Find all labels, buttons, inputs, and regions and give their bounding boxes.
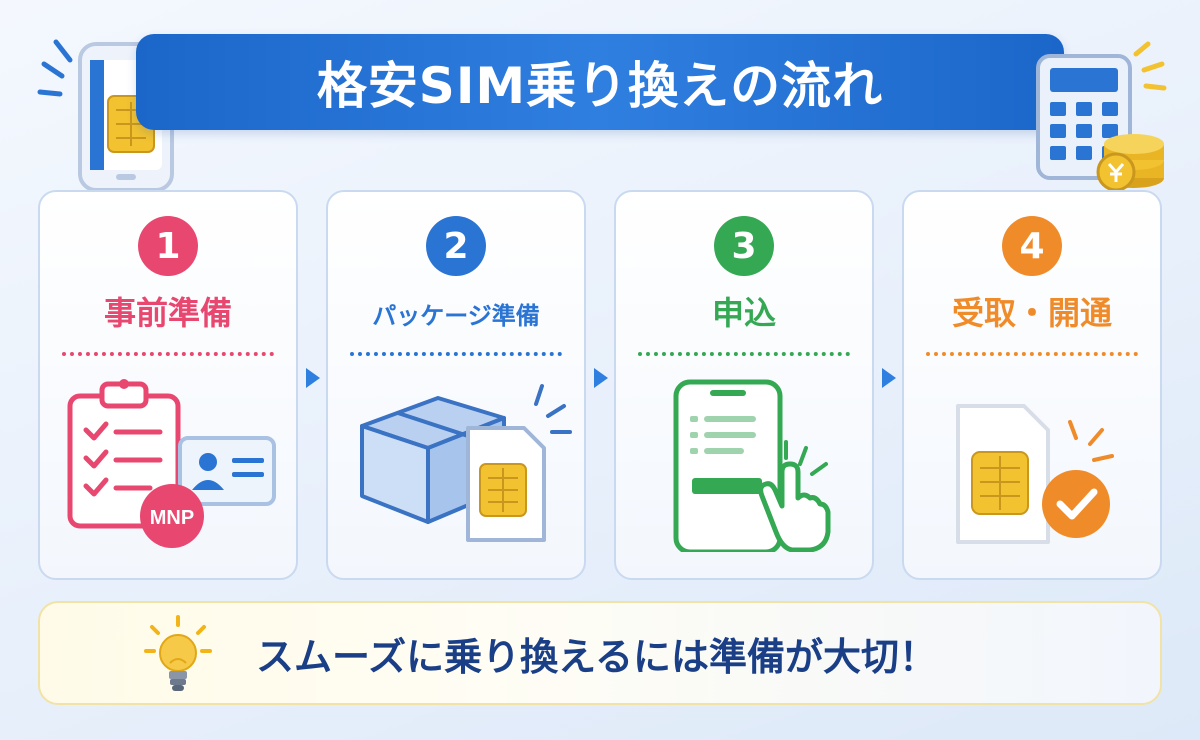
sim-card-check-icon xyxy=(956,404,1114,544)
page-title: 格安SIM乗り換えの流れ xyxy=(316,57,884,115)
step-card-3: 3 申込 xyxy=(614,190,874,580)
tip-banner: スムーズに乗り換えるには準備が大切！ xyxy=(38,601,1162,705)
step-label-2: パッケージ準備 xyxy=(372,302,540,330)
mnp-badge: MNP xyxy=(150,507,194,529)
step-label-4: 受取・開通 xyxy=(951,294,1112,332)
dotted-divider xyxy=(62,352,274,356)
step-number-3: 3 xyxy=(714,216,774,276)
smartphone-tap-icon xyxy=(673,379,831,552)
step-card-1: 1 事前準備 MNP xyxy=(38,190,298,580)
step-number-1: 1 xyxy=(138,216,198,276)
dotted-divider xyxy=(926,352,1138,356)
clipboard-id-card-icon: MNP xyxy=(67,379,276,548)
step-label-3: 申込 xyxy=(711,294,776,332)
step-number-2: 2 xyxy=(426,216,486,276)
flow-arrow-3 xyxy=(882,368,896,388)
flow-arrow-1 xyxy=(306,368,320,388)
calculator-coins-icon xyxy=(1036,41,1167,190)
step-card-2: 2 パッケージ準備 xyxy=(326,190,586,580)
step-label-1: 事前準備 xyxy=(103,294,232,332)
package-sim-card-icon xyxy=(360,384,572,542)
dotted-divider xyxy=(638,352,850,356)
title-banner: 格安SIM乗り換えの流れ xyxy=(136,34,1064,130)
flow-arrow-2 xyxy=(594,368,608,388)
tip-text: スムーズに乗り換えるには準備が大切！ xyxy=(256,634,937,679)
lightbulb-icon xyxy=(144,615,212,691)
step-number-4: 4 xyxy=(1002,216,1062,276)
dotted-divider xyxy=(350,352,562,356)
step-card-4: 4 受取・開通 xyxy=(902,190,1162,580)
